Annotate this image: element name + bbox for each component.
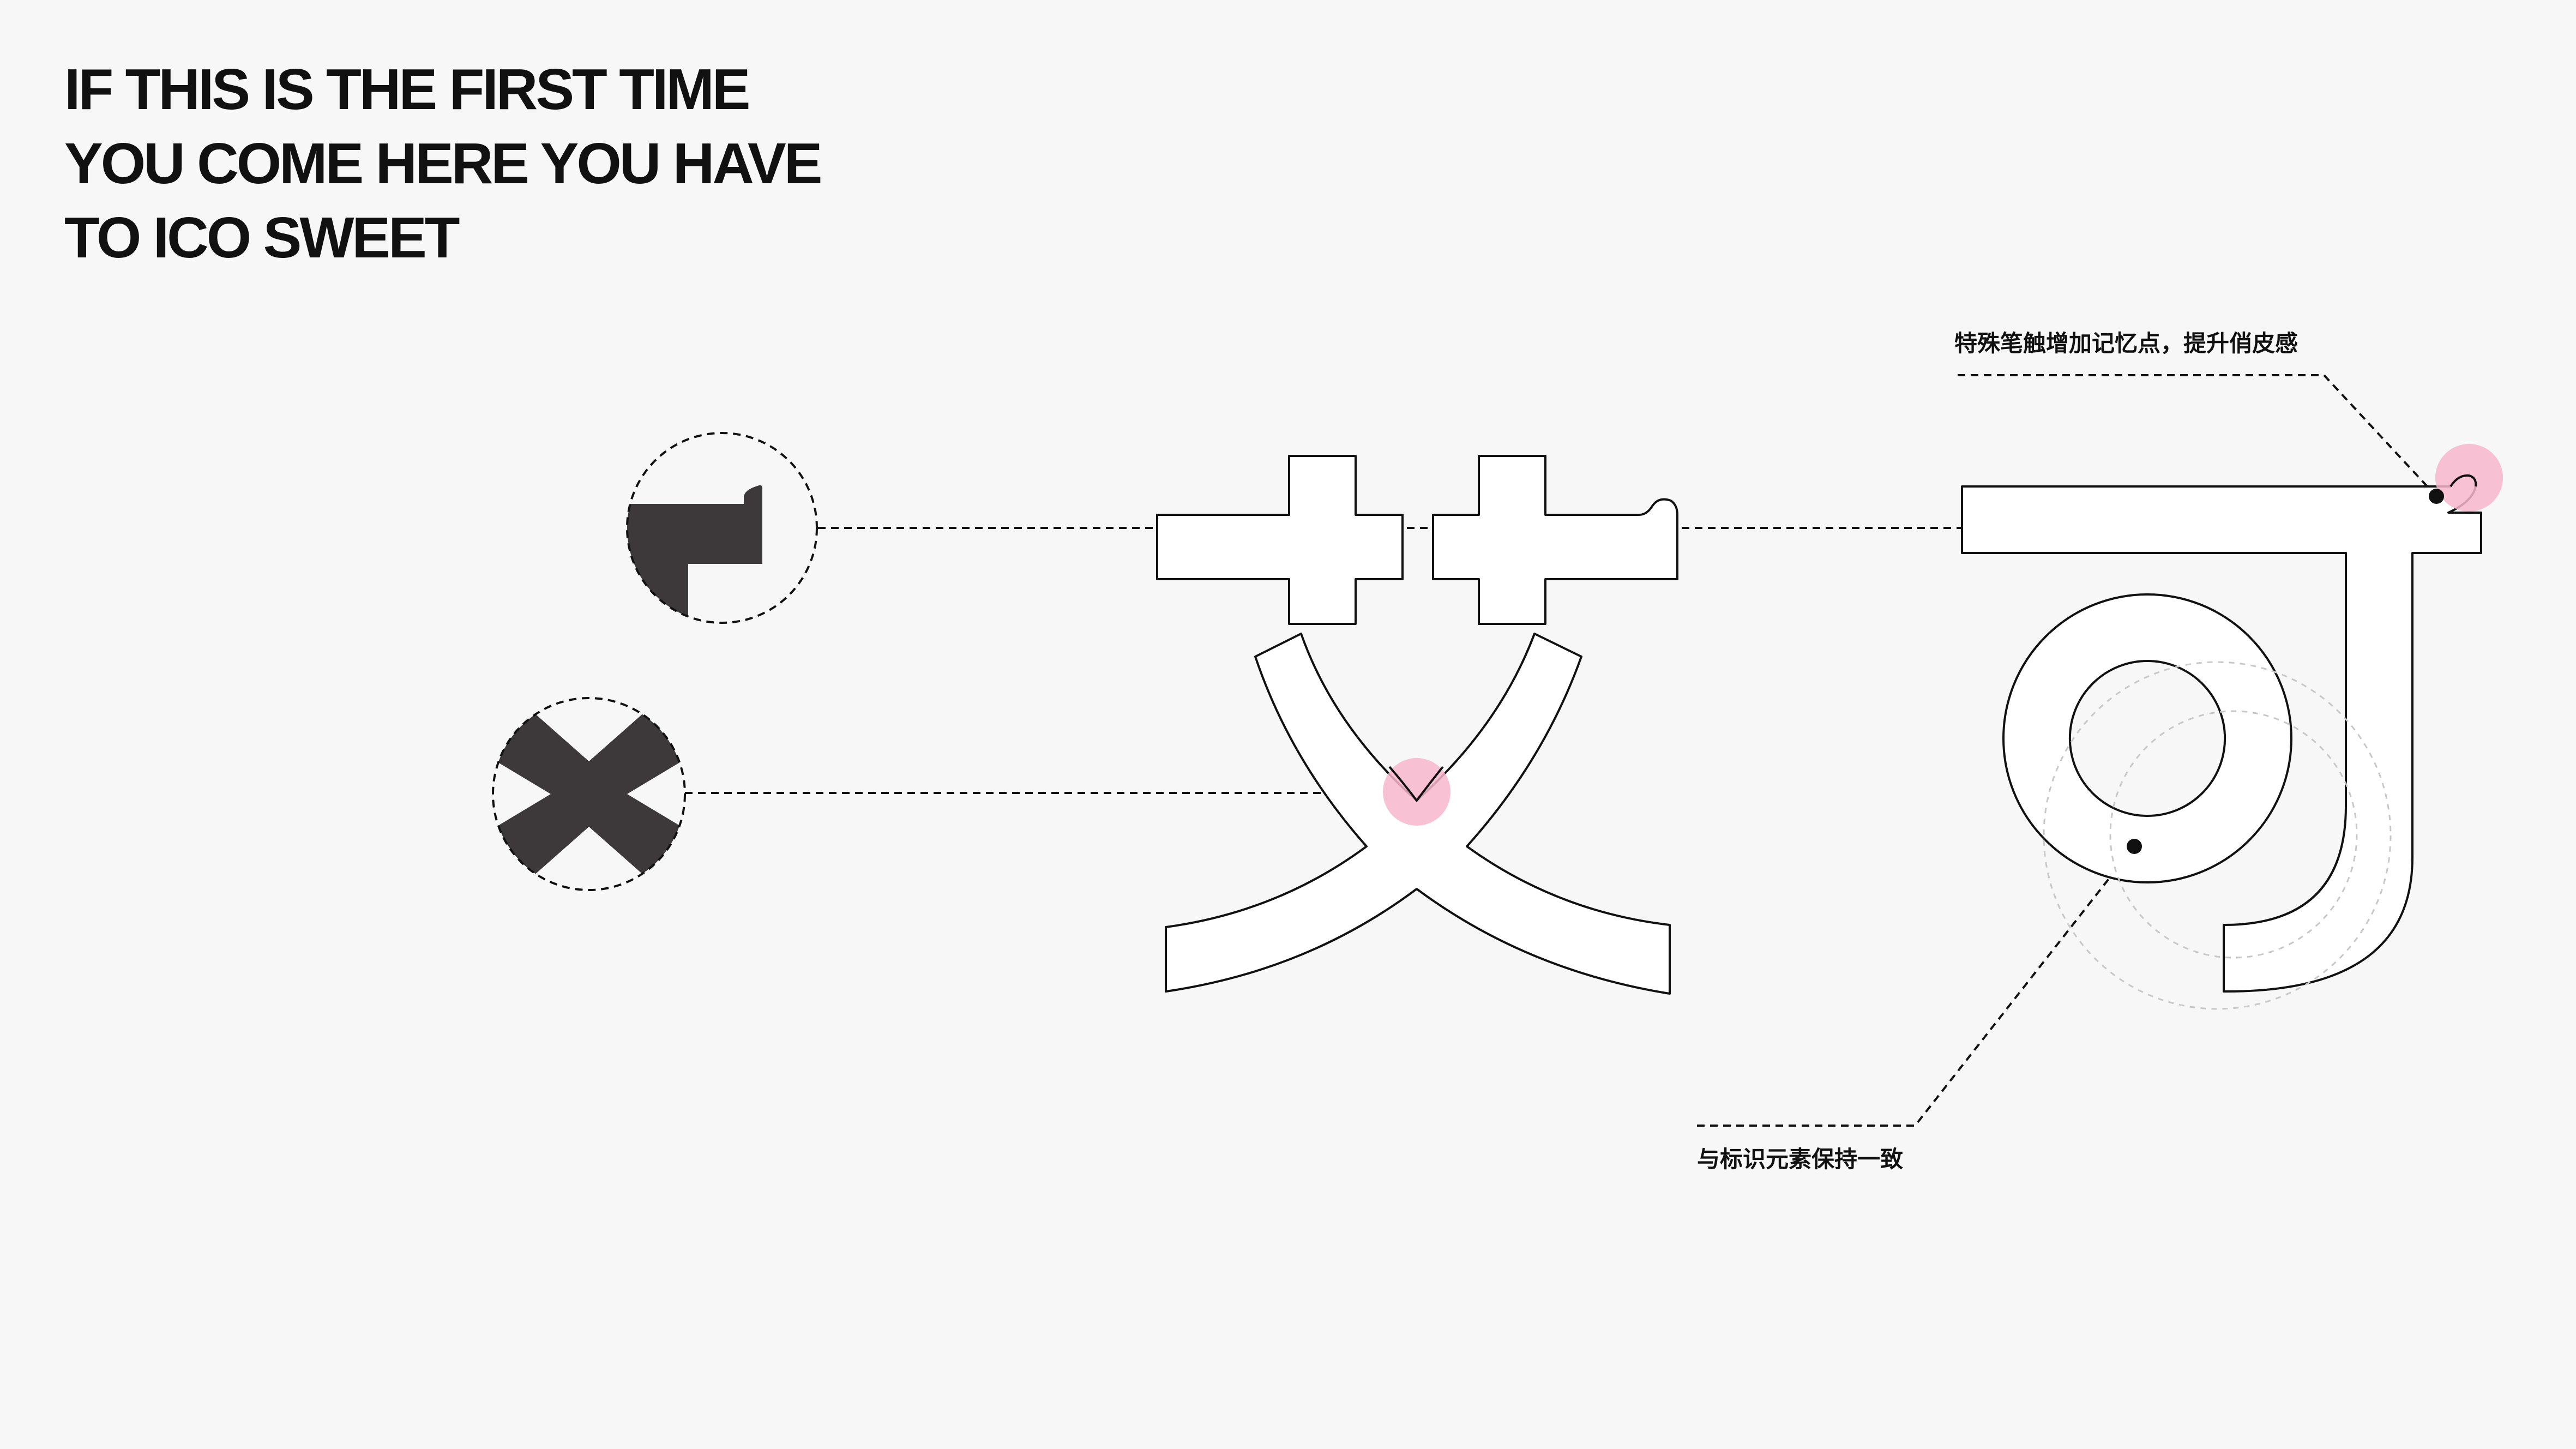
leader-bottom (1697, 845, 2135, 1127)
headline-line-1: IF THIS IS THE FIRST TIME (64, 57, 750, 122)
anchor-dot-hook (2429, 489, 2444, 504)
cross-shape (493, 704, 685, 885)
glyph-ke-ring (2002, 593, 2292, 883)
detail-circle-terminal (626, 432, 818, 624)
headline: IF THIS IS THE FIRST TIME YOU COME HERE … (64, 52, 822, 275)
terminal-detail-ring (626, 432, 818, 624)
detail-circle-cross (492, 697, 686, 891)
highlight-hook-terminal (2435, 444, 2503, 512)
annotation-bottom: 与标识元素保持一致 (1697, 1146, 1903, 1173)
glyph-ai-right-grass (1432, 455, 1678, 625)
glyph-ke (1961, 444, 2503, 993)
glyph-ke-hook-outline (2449, 474, 2477, 488)
leader-top-right (1958, 374, 2437, 497)
construction-circle-inner (2109, 710, 2358, 959)
highlight-cross-joint (1383, 758, 1450, 826)
glyph-ai (1156, 455, 1678, 995)
headline-line-2: YOU COME HERE YOU HAVE (64, 131, 822, 196)
construction-circle-outer (2043, 661, 2392, 1010)
anchor-dot-ring (2127, 839, 2142, 854)
glyph-ai-cross-joint-outline (1388, 766, 1444, 802)
glyph-ai-left-grass (1156, 455, 1404, 625)
headline-line-3: TO ICO SWEET (64, 206, 460, 270)
construction-circles (2043, 661, 2392, 1010)
annotation-top-right: 特殊笔触增加记忆点，提升俏皮感 (1954, 330, 2298, 357)
cross-detail-ring (492, 697, 686, 891)
terminal-shape (627, 485, 762, 623)
